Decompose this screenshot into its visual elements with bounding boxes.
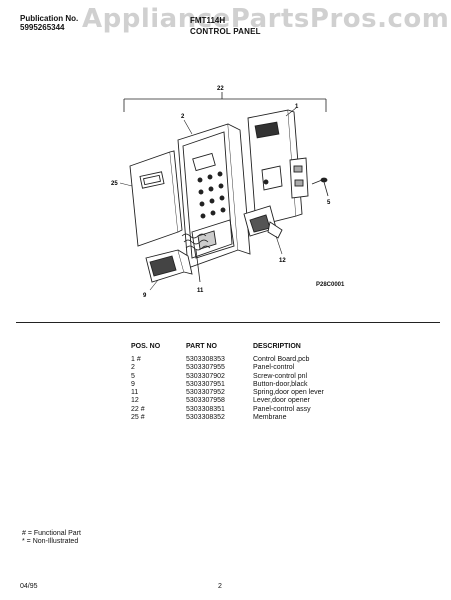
table-row: 11 5303307952 Spring,door open lever bbox=[131, 389, 383, 397]
pos-no: 2 bbox=[131, 364, 135, 372]
callout-25: 25 bbox=[111, 181, 118, 187]
part-no: 5303308353 bbox=[186, 356, 225, 363]
callout-9: 9 bbox=[143, 293, 147, 299]
table-row: 2 5303307955 Panel-control bbox=[131, 364, 383, 372]
description: Screw-control pnl bbox=[253, 372, 308, 380]
pos-no: 1 # bbox=[131, 356, 141, 363]
parts-table-header: POS. NO PART NO DESCRIPTION bbox=[131, 343, 383, 356]
publication-block: Publication No. 5995265344 bbox=[20, 14, 78, 32]
table-row: 5 5303307902 Screw-control pnl bbox=[131, 373, 383, 381]
callout-12: 12 bbox=[279, 258, 286, 264]
figure-code: P28C0001 bbox=[316, 282, 345, 288]
callout-5: 5 bbox=[327, 200, 331, 206]
assembly-bracket bbox=[123, 92, 327, 112]
table-row: 9 5303307951 Button-door,black bbox=[131, 381, 383, 389]
panel-control-part bbox=[177, 123, 251, 269]
header-part-no: PART NO bbox=[186, 343, 217, 350]
pos-no: 25 # bbox=[131, 414, 145, 422]
description: Lever,door opener bbox=[253, 397, 310, 405]
lever-door-opener-part bbox=[243, 205, 283, 239]
table-row: 25 # 5303308352 Membrane bbox=[131, 414, 383, 422]
control-board-part bbox=[247, 109, 309, 227]
pos-no: 12 bbox=[131, 397, 139, 405]
publication-label: Publication No. bbox=[20, 14, 79, 23]
legend: # = Functional Part * = Non-Illustrated bbox=[22, 530, 81, 546]
description: Spring,door open lever bbox=[253, 389, 324, 397]
watermark: AppliancePartsPros.com bbox=[82, 4, 450, 34]
header-pos-no: POS. NO bbox=[131, 343, 161, 350]
part-no: 5303307952 bbox=[186, 389, 225, 397]
model-number: FMT114H bbox=[190, 16, 226, 25]
exploded-diagram: 22 25 2 1 bbox=[111, 86, 331, 299]
publication-number: 5995265344 bbox=[20, 23, 65, 32]
description: Button-door,black bbox=[253, 380, 308, 388]
part-no: 5303307955 bbox=[186, 364, 225, 372]
pos-no: 11 bbox=[131, 389, 139, 397]
callout-2: 2 bbox=[181, 114, 185, 120]
description: Membrane bbox=[253, 414, 287, 422]
pos-no: 5 bbox=[131, 372, 135, 380]
table-row: 12 5303307958 Lever,door opener bbox=[131, 397, 383, 405]
button-door-part bbox=[145, 249, 193, 283]
membrane-part bbox=[129, 150, 183, 247]
spring-part bbox=[181, 233, 211, 283]
part-no: 5303308351 bbox=[186, 405, 225, 413]
description: Control Board,pcb bbox=[253, 356, 310, 363]
section-title: CONTROL PANEL bbox=[190, 27, 261, 36]
table-row: 22 # 5303308351 Panel-control assy bbox=[131, 406, 383, 414]
description: Panel-control assy bbox=[253, 405, 311, 413]
screw-part bbox=[311, 177, 329, 197]
part-no: 5303308352 bbox=[186, 414, 225, 422]
divider-rule bbox=[16, 322, 440, 323]
pos-no: 9 bbox=[131, 380, 135, 388]
callout-11: 11 bbox=[197, 288, 204, 294]
parts-table: POS. NO PART NO DESCRIPTION 1 # 53033083… bbox=[131, 343, 383, 422]
legend-non-illustrated: * = Non-Illustrated bbox=[22, 538, 79, 545]
footer-date: 04/95 bbox=[20, 583, 38, 590]
legend-functional: # = Functional Part bbox=[22, 530, 81, 537]
callout-1: 1 bbox=[295, 104, 299, 110]
page-number: 2 bbox=[218, 583, 222, 590]
table-row: 1 # 5303308353 Control Board,pcb bbox=[131, 356, 383, 364]
pos-no: 22 # bbox=[131, 405, 145, 413]
description: Panel-control bbox=[253, 364, 295, 372]
part-no: 5303307958 bbox=[186, 397, 225, 405]
part-no: 5303307902 bbox=[186, 372, 225, 380]
header-description: DESCRIPTION bbox=[253, 343, 301, 350]
part-no: 5303307951 bbox=[186, 380, 225, 388]
callout-22: 22 bbox=[217, 86, 224, 92]
